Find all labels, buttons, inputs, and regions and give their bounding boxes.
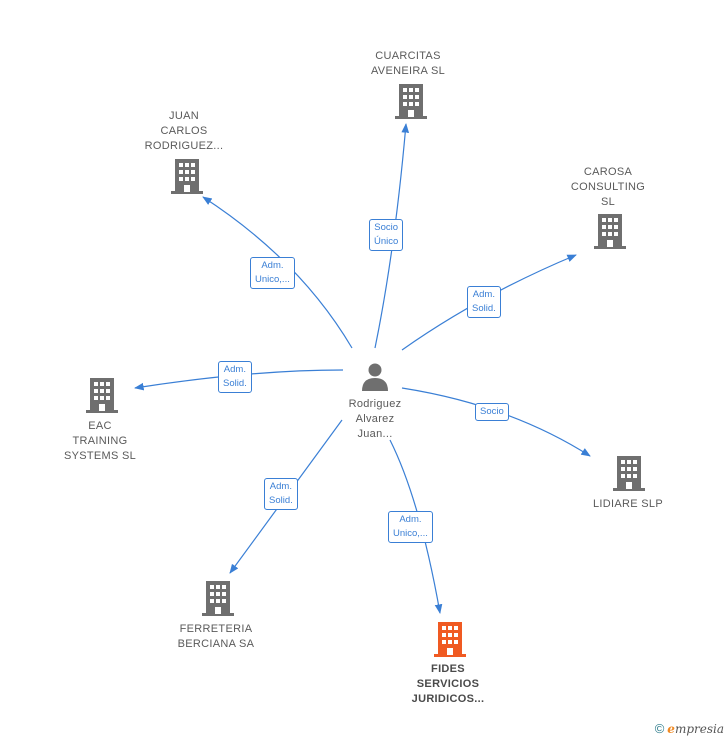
edge-label-lidiare: Socio [475,403,509,421]
node-label-lidiare[interactable]: LIDIARE SLP [593,498,663,510]
building-icon[interactable] [395,84,427,120]
edge-label-eac: Adm. Solid. [218,361,252,393]
edge-label-fides: Adm. Unico,... [388,511,433,543]
node-label-cuarcitas[interactable]: CUARCITAS AVENEIRA SL [370,50,446,77]
building-icon-highlighted[interactable] [434,622,466,658]
empresia-logo: ©empresia [655,721,724,736]
building-icon[interactable] [613,456,645,492]
center-person-label[interactable]: Rodriguez Alvarez Juan... [348,398,402,440]
copyright-symbol: © [654,721,665,736]
edge-label-juan-carlos: Adm. Unico,... [250,257,295,289]
building-icon[interactable] [86,378,118,414]
node-label-ferreteria[interactable]: FERRETERIA BERCIANA SA [177,623,255,650]
edge-label-cuarcitas: Socio Único [369,219,404,251]
node-label-eac[interactable]: EAC TRAINING SYSTEMS SL [63,420,137,462]
building-icon[interactable] [171,159,203,195]
person-icon [362,363,388,391]
node-label-fides[interactable]: FIDES SERVICIOS JURIDICOS... [411,663,485,705]
brand-initial: e [667,722,675,736]
building-icon[interactable] [202,581,234,617]
edge-lidiare [401,387,591,457]
edge-label-carosa: Adm. Solid. [467,286,501,318]
node-label-juan-carlos[interactable]: JUAN CARLOS RODRIGUEZ... [144,110,224,152]
building-icon[interactable] [594,214,626,250]
node-label-carosa[interactable]: CAROSA CONSULTING SL [570,166,646,208]
brand-name: mpresia [674,722,724,736]
edge-label-ferreteria: Adm. Solid. [264,478,298,510]
